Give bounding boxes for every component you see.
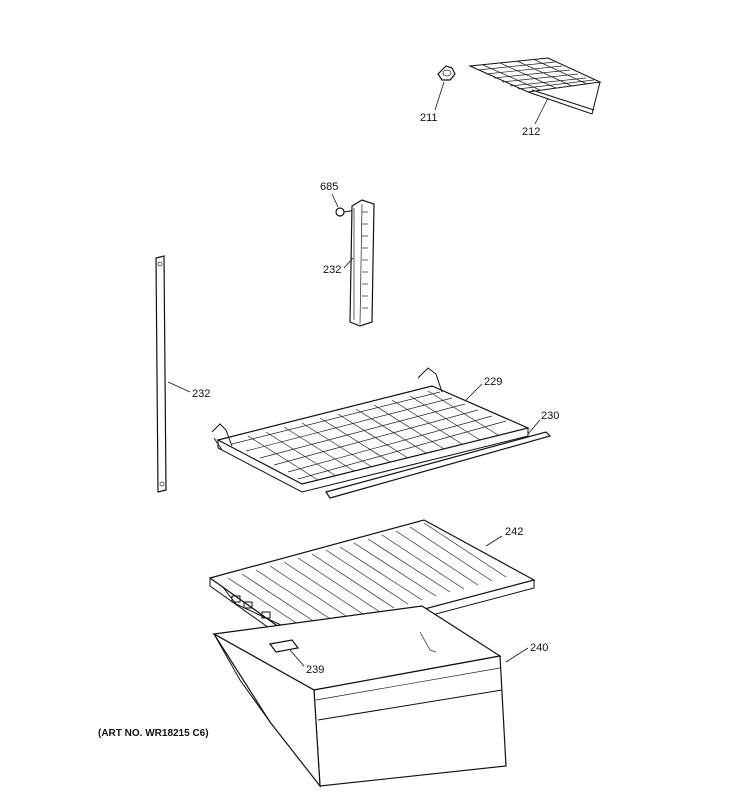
leader-239 — [289, 649, 305, 667]
callout-230: 230 — [541, 410, 559, 422]
leader-242 — [485, 535, 503, 547]
callout-211: 211 — [420, 112, 438, 124]
leader-232-left — [167, 381, 191, 393]
callout-232-upper: 232 — [323, 264, 341, 276]
part-232-left-strip — [155, 255, 191, 493]
leader-229 — [465, 383, 483, 401]
part-239-pin — [268, 639, 305, 667]
callout-239: 239 — [306, 664, 324, 676]
leader-240 — [505, 647, 529, 663]
leader-685 — [331, 193, 339, 208]
part-229-wire-shelf — [211, 367, 530, 493]
leader-211 — [434, 81, 445, 111]
callout-212: 212 — [522, 126, 540, 138]
part-212-wire-shelf — [468, 57, 602, 125]
art-number: (ART NO. WR18215 C6) — [98, 728, 209, 739]
part-242-crisper-cover — [208, 519, 536, 651]
leader-232-upper — [343, 257, 354, 269]
part-240-crisper-drawer — [212, 605, 529, 788]
callout-229: 229 — [484, 376, 502, 388]
callout-242: 242 — [505, 526, 523, 538]
leader-230 — [527, 419, 541, 435]
leader-212 — [534, 97, 549, 125]
callout-240: 240 — [530, 642, 548, 654]
part-232-upper-rail — [343, 199, 375, 327]
part-230-trim — [325, 419, 552, 499]
callout-685: 685 — [320, 181, 338, 193]
part-211-clip — [434, 65, 456, 111]
callout-232-left: 232 — [192, 388, 210, 400]
